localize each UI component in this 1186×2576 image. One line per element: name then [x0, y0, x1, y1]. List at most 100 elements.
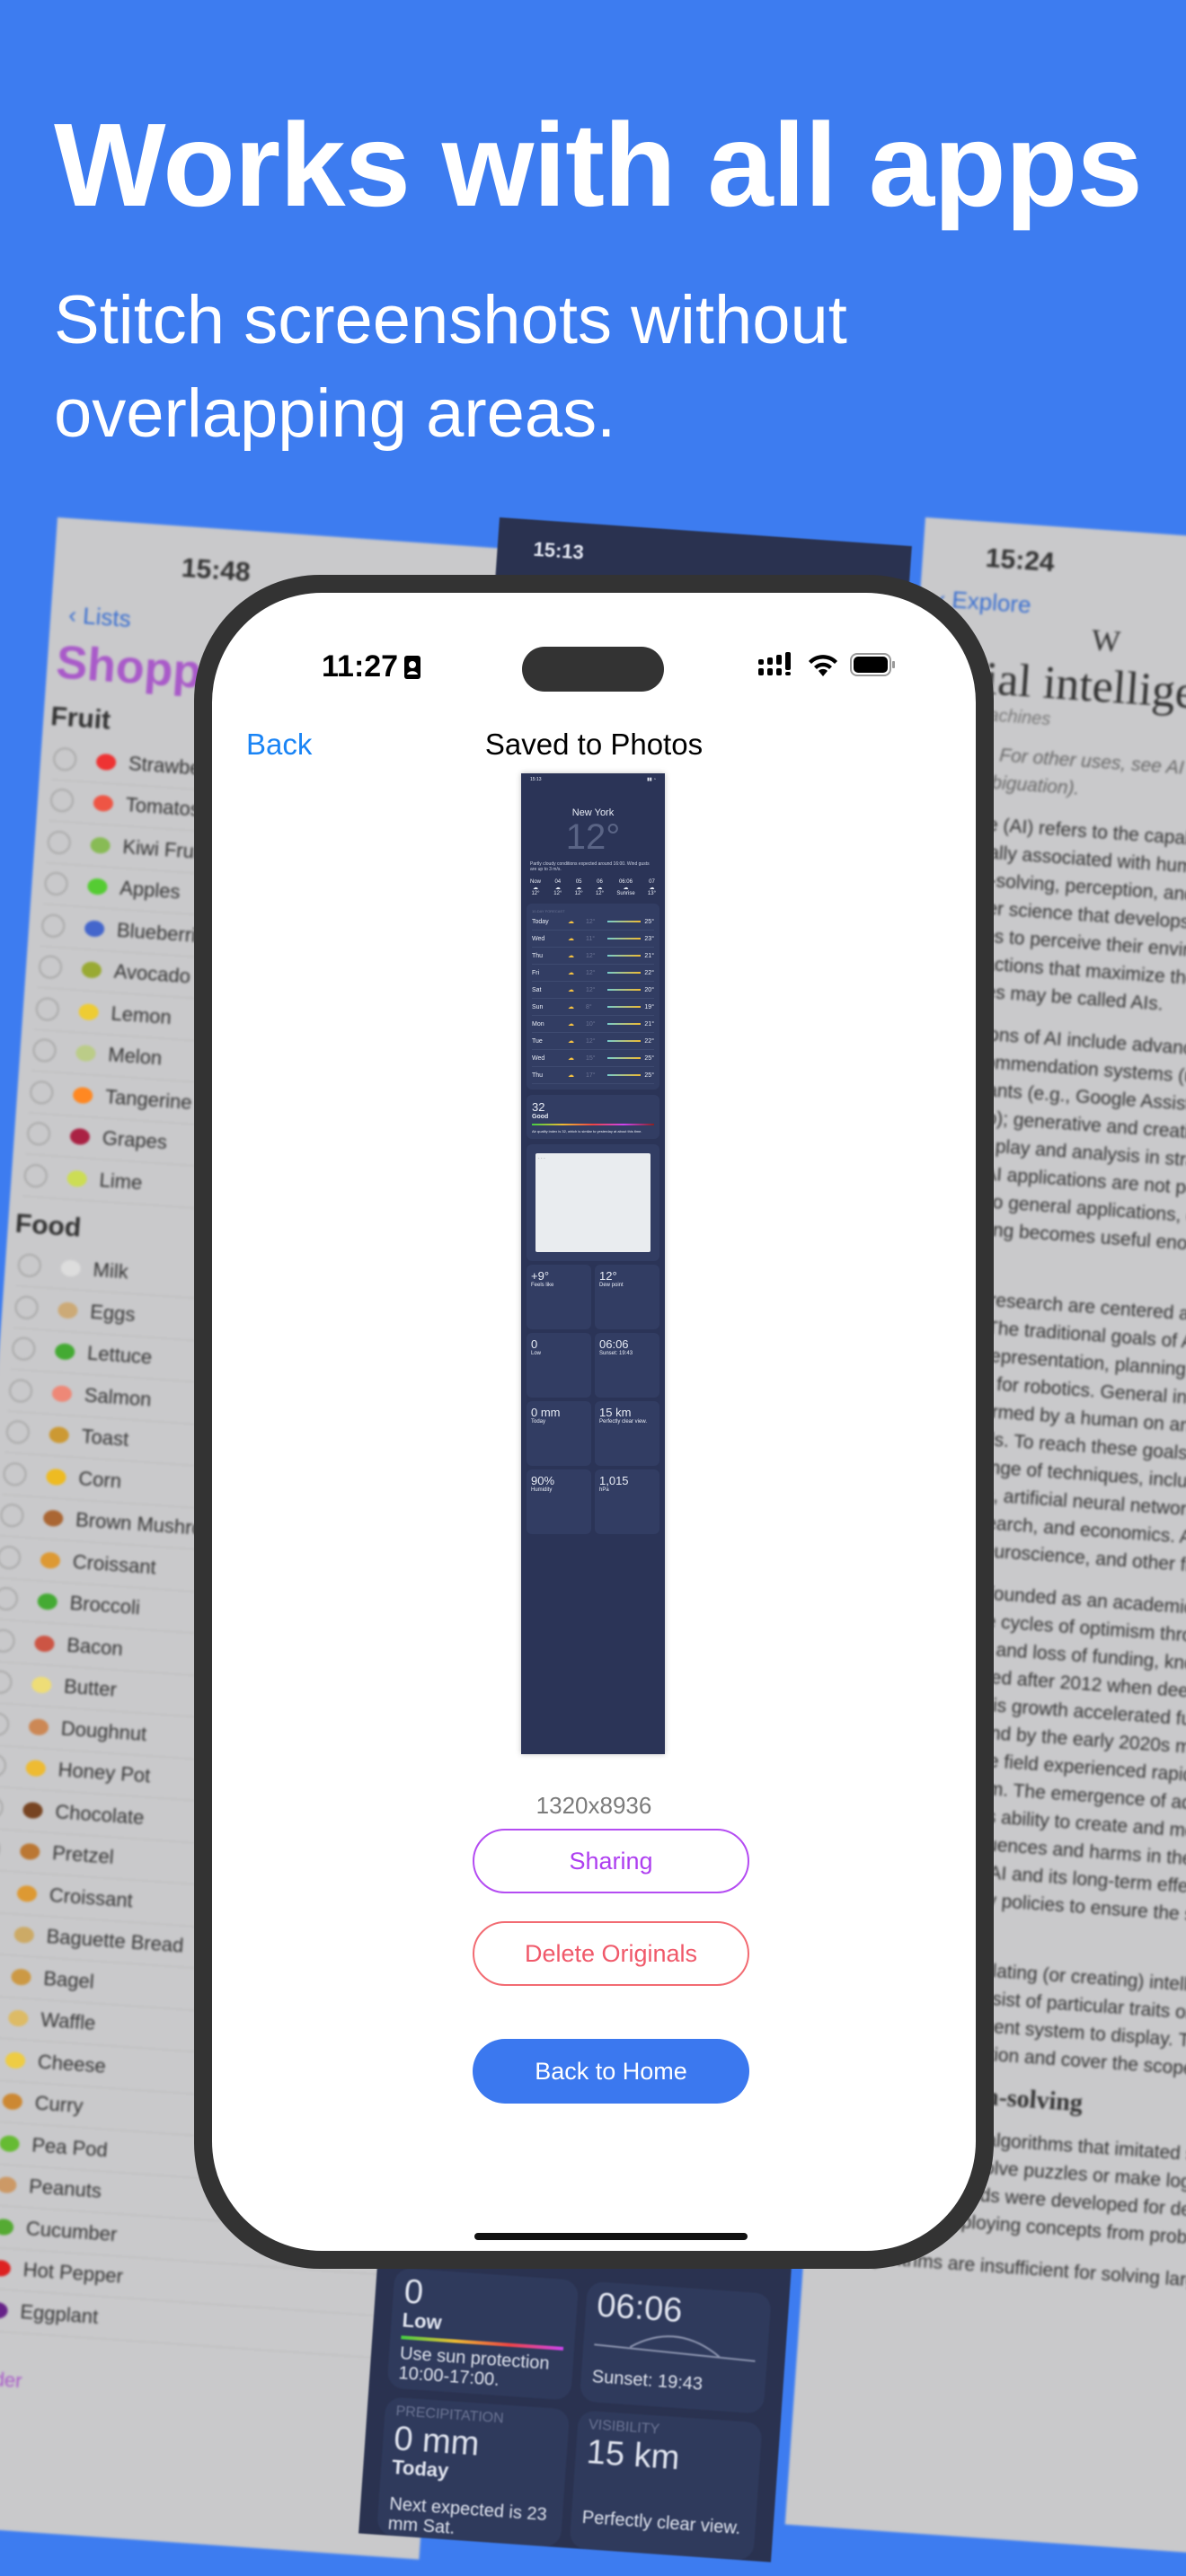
thumb-tile-value: 90%: [531, 1474, 555, 1487]
temp-range-bar: [607, 938, 642, 940]
item-emoji-icon: [13, 1926, 35, 1945]
thumb-day: Sat: [532, 986, 542, 993]
bg-item-label: Pea Pod: [31, 2133, 109, 2162]
thumb-desc: Partly cloudy conditions expected around…: [530, 861, 650, 872]
sun-path-curve: [594, 2335, 756, 2362]
thumb-time: 15:13: [530, 777, 542, 782]
bg-item-label: Kiwi Fruit: [121, 834, 205, 863]
item-emoji-icon: [54, 1343, 75, 1361]
thumb-tile-sub: hPa: [599, 1487, 609, 1493]
thumb-high: 22°: [644, 1037, 654, 1045]
bg-footer: Reminder: [0, 2363, 23, 2392]
uv-note: Use sun protection 10:00-17:00.: [397, 2343, 551, 2391]
thumb-hour: 07☁13°: [648, 879, 656, 896]
item-emoji-icon: [16, 1884, 38, 1902]
thumb-hour-time: 07: [649, 879, 655, 885]
thumb-high: 22°: [644, 969, 654, 976]
thumb-forecast-row: Tue☁12°22°: [532, 1033, 654, 1050]
bg-item-label: Broccoli: [68, 1592, 141, 1619]
bg-item-label: Lime: [98, 1168, 144, 1195]
bg-item-label: Tangerine: [104, 1085, 193, 1114]
checkbox-circle-icon: [46, 829, 72, 855]
bg-item-label: Lemon: [110, 1001, 173, 1028]
weather-icon: ☁: [568, 919, 574, 925]
bg-item-label: Cucumber: [25, 2216, 119, 2246]
bg-item-label: Apples: [119, 877, 181, 904]
thumb-aqi-note: Air quality index is 32, which is simila…: [532, 1129, 642, 1134]
bg-item-label: Tomatos: [125, 793, 201, 822]
item-emoji-icon: [0, 2218, 14, 2236]
thumb-forecast-row: Mon☁10°21°: [532, 1016, 654, 1033]
phone-screen: 11:27 Saved to Photos Back 15:13▮▮ ◔ New…: [212, 593, 976, 2251]
bg-item-label: Waffle: [40, 2008, 97, 2035]
sharing-button[interactable]: Sharing: [473, 1829, 749, 1893]
bg-item-label: Cheese: [37, 2050, 107, 2078]
thumb-tile-value: 06:06: [599, 1337, 629, 1351]
thumb-forecast-row: Thu☁12°21°: [532, 948, 654, 965]
bg-item-label: Melon: [107, 1043, 164, 1070]
weather-icon: ☁: [568, 953, 574, 959]
cloud-icon: ☁: [623, 886, 629, 891]
stitched-image-preview[interactable]: 15:13▮▮ ◔ New York 12° Partly cloudy con…: [521, 773, 665, 1754]
thumb-day: Mon: [532, 1020, 544, 1028]
item-emoji-icon: [42, 1509, 64, 1528]
thumb-high: 19°: [644, 1003, 654, 1010]
delete-originals-button[interactable]: Delete Originals: [473, 1921, 749, 1986]
thumb-forecast-row: Sat☁12°20°: [532, 982, 654, 999]
temp-range-bar: [607, 972, 642, 974]
thumb-tile: 90%Humidity: [527, 1469, 591, 1534]
weather-icon: ☁: [568, 1004, 574, 1010]
item-emoji-icon: [0, 2176, 17, 2194]
checkbox-circle-icon: [0, 1836, 2, 1862]
cloud-icon: ☁: [576, 886, 582, 891]
bg-item-label: Lettuce: [86, 1341, 154, 1369]
weather-icon: ☁: [568, 1021, 574, 1028]
item-emoji-icon: [37, 1592, 58, 1611]
item-emoji-icon: [33, 1635, 56, 1653]
back-to-home-button[interactable]: Back to Home: [473, 2039, 749, 2104]
home-indicator[interactable]: [474, 2233, 748, 2240]
checkbox-circle-icon: [22, 1162, 49, 1188]
thumb-high: 20°: [644, 986, 654, 993]
item-emoji-icon: [69, 1127, 91, 1146]
weather-icon: ☁: [568, 1038, 574, 1045]
phone-frame: 11:27 Saved to Photos Back 15:13▮▮ ◔ New…: [194, 575, 994, 2269]
bg-item-label: Hot Pepper: [22, 2258, 124, 2289]
thumb-tile-value: 12°: [599, 1269, 617, 1283]
temp-range-bar: [607, 921, 642, 922]
thumb-hour-value: 12°: [531, 891, 540, 896]
contact-card-icon: [404, 655, 421, 679]
thumb-tile-sub: Low: [531, 1351, 542, 1356]
bg-item-label: Croissant: [72, 1549, 157, 1579]
thumb-tile-sub: Sunset: 19:43: [599, 1351, 633, 1356]
checkbox-circle-icon: [38, 955, 63, 980]
thumb-tile-sub: Humidity: [531, 1487, 553, 1493]
cloud-icon: ☁: [554, 886, 561, 891]
checkbox-circle-icon: [0, 1544, 22, 1570]
thumb-day: Fri: [532, 969, 540, 976]
checkbox-circle-icon: [8, 1378, 33, 1404]
thumb-tile-value: 1,015: [599, 1474, 629, 1487]
thumb-low: 17°: [586, 1072, 596, 1079]
checkbox-circle-icon: [52, 746, 78, 772]
bg-item-label: Avocado: [113, 959, 191, 988]
bg-item-label: Curry: [33, 2091, 84, 2118]
bg-item-label: Doughnut: [60, 1716, 148, 1745]
cloud-icon: ☁: [597, 886, 603, 891]
thumb-tile-value: 0: [531, 1337, 538, 1351]
item-emoji-icon: [31, 1676, 52, 1694]
item-emoji-icon: [25, 1760, 47, 1778]
item-emoji-icon: [45, 1468, 67, 1486]
checkbox-circle-icon: [16, 1253, 42, 1278]
bg-item-label: Baguette Bread: [45, 1925, 185, 1957]
thumb-aqi-card: 32 Good Air quality index is 32, which i…: [527, 1095, 659, 1139]
thumb-day: Wed: [532, 1054, 545, 1062]
item-emoji-icon: [86, 878, 109, 896]
back-button[interactable]: Back: [246, 728, 313, 761]
hero-title: Works with all apps: [54, 99, 1143, 231]
checkbox-circle-icon: [0, 1628, 16, 1654]
checkbox-circle-icon: [0, 1795, 4, 1821]
